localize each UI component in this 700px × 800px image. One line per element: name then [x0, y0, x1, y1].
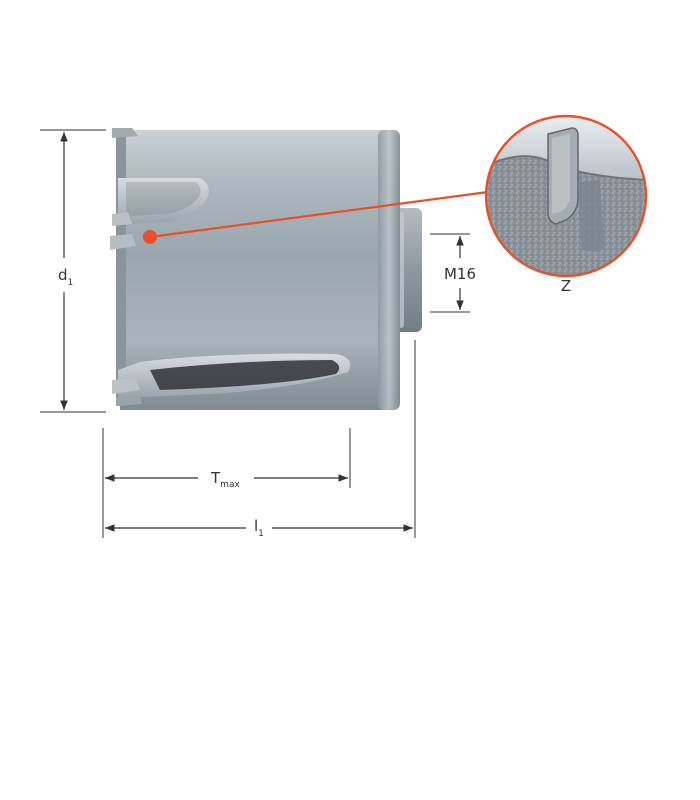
detail-ring — [484, 114, 648, 278]
tmax-label: Tmax — [210, 469, 240, 490]
front-edge — [116, 134, 126, 406]
l1-label: l1 — [254, 517, 264, 539]
m16-label: M16 — [444, 265, 476, 283]
callout-dot — [143, 230, 157, 244]
callout-leader — [149, 190, 489, 239]
tooth-top — [112, 128, 138, 138]
tooth-upper-mid — [112, 212, 132, 226]
upper-slot-shadow — [126, 182, 201, 216]
detail-label: Z — [561, 277, 571, 295]
rear-rim — [378, 130, 400, 410]
upper-slot — [118, 178, 209, 224]
lower-slot-shadow — [150, 360, 340, 390]
detail-callout: Z — [143, 114, 648, 295]
tooth-mid — [110, 234, 136, 250]
d1-label: d1 — [58, 266, 73, 288]
dimensions — [40, 129, 470, 538]
detail-magnifier — [486, 116, 646, 276]
tooth-bottom — [116, 396, 142, 406]
tooth-lower — [112, 378, 140, 394]
core-bit-illustration — [110, 128, 422, 410]
